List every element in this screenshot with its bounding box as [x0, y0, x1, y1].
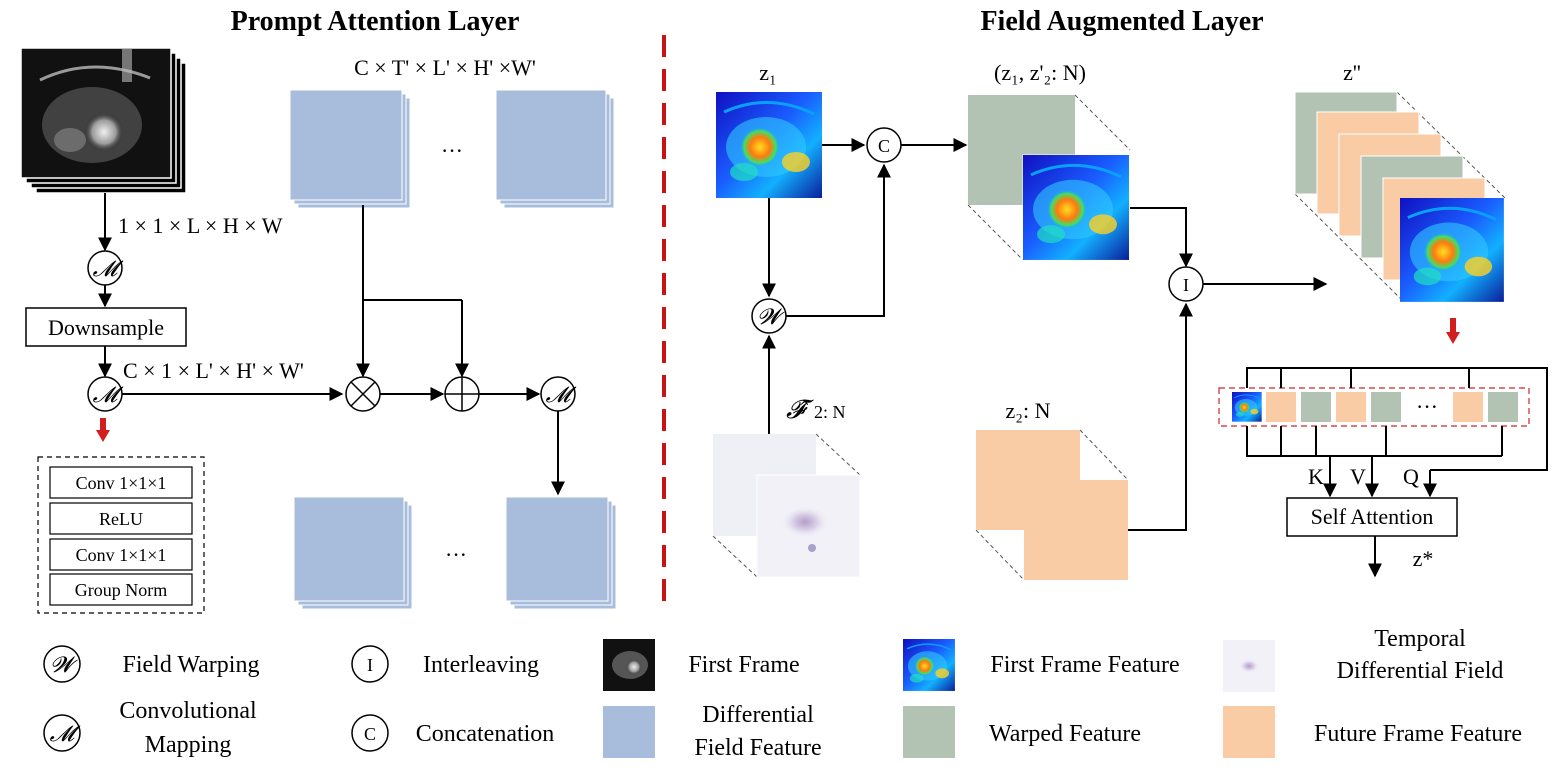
- mid-dims-label: C × 1 × L' × H' × W': [123, 358, 304, 383]
- interleaved-stack: [1294, 91, 1506, 304]
- mapping-node-1: 𝓜: [87, 250, 124, 286]
- output-label: z*: [1413, 546, 1434, 571]
- future-label: z₂: N: [1006, 398, 1051, 423]
- key-label: K: [1308, 464, 1324, 489]
- legend-temporal-line2: Differential Field: [1337, 658, 1504, 684]
- prompt-stack-bottom-1: [293, 496, 413, 610]
- legend-future-swatch: [1223, 706, 1275, 758]
- legend-conv-mapping-line1: Convolutional: [119, 698, 257, 724]
- svg-text:I: I: [367, 655, 373, 675]
- concat-output-stack: [967, 94, 1131, 262]
- downsample-block: Downsample: [25, 307, 187, 347]
- relu-layer: ReLU: [99, 509, 143, 529]
- value-label: V: [1350, 464, 1366, 489]
- legend-temporal-field-icon: [1223, 640, 1275, 692]
- legend-first-frame: First Frame: [688, 652, 799, 678]
- z1-label: z₁: [759, 60, 776, 85]
- left-title: Prompt Attention Layer: [231, 6, 520, 37]
- svg-text:Self Attention: Self Attention: [1311, 504, 1434, 529]
- prompt-stack-top-1: [289, 89, 411, 209]
- legend-first-frame-feature: First Frame Feature: [990, 652, 1179, 678]
- svg-text:C: C: [878, 136, 890, 156]
- ellipsis-top: ···: [441, 138, 463, 163]
- token-ellipsis: ···: [1416, 394, 1438, 419]
- warp-node: 𝓦: [751, 298, 787, 334]
- concat-node: C: [866, 127, 902, 163]
- legend-differential-line2: Field Feature: [694, 735, 821, 761]
- future-frame-stack: [975, 429, 1129, 581]
- expand-arrow-right: [1446, 318, 1460, 344]
- self-attention-block: Self Attention: [1286, 497, 1458, 537]
- temporal-field-stack: [712, 433, 861, 578]
- legend-field-warping: Field Warping: [123, 652, 260, 678]
- right-title: Field Augmented Layer: [980, 6, 1263, 37]
- conv-layer-2: Conv 1×1×1: [76, 545, 167, 565]
- concat-output-label: (z₁, z'₂: N): [994, 60, 1086, 85]
- legend: 𝓦 Field Warping I Interleaving First Fra…: [43, 626, 1522, 761]
- svg-text:Downsample: Downsample: [48, 315, 164, 340]
- mapping-node-2: 𝓜: [87, 376, 124, 412]
- legend-warped-feature: Warped Feature: [989, 721, 1141, 747]
- first-frame-feature-image: [714, 90, 824, 200]
- legend-first-frame-icon: [603, 639, 655, 691]
- interleaved-label: z'': [1343, 60, 1361, 85]
- prompt-dims-label: C × T' × L' × H' ×W': [354, 55, 536, 80]
- multiply-node: [345, 376, 381, 412]
- add-node: [444, 376, 480, 412]
- legend-interleave-icon: [351, 645, 389, 683]
- legend-first-frame-feature-icon: [902, 638, 956, 692]
- token-sequence: ···: [1218, 387, 1530, 427]
- legend-warped-swatch: [903, 706, 955, 758]
- legend-interleaving: Interleaving: [423, 652, 539, 678]
- ellipsis-bottom: ···: [445, 542, 467, 567]
- query-label: Q: [1403, 464, 1419, 489]
- legend-concat-icon: [351, 714, 389, 752]
- legend-mapping-icon: [43, 714, 81, 752]
- prompt-stack-top-2: [495, 89, 615, 209]
- svg-text:I: I: [1183, 275, 1189, 295]
- conv-layer-1: Conv 1×1×1: [76, 473, 167, 493]
- interleave-node: I: [1168, 266, 1204, 302]
- legend-differential-swatch: [603, 706, 655, 758]
- legend-differential-line1: Differential: [702, 702, 814, 728]
- attention-wiring: [1246, 367, 1548, 498]
- mapping-node-3: 𝓜: [540, 376, 577, 412]
- input-dims-label: 1 × 1 × L × H × W: [118, 213, 283, 238]
- legend-temporal-line1: Temporal: [1374, 626, 1466, 652]
- legend-conv-mapping-line2: Mapping: [145, 732, 232, 758]
- prompt-stack-bottom-2: [505, 496, 617, 610]
- mri-input-stack: [20, 47, 187, 194]
- field-subscript: 2: N: [814, 402, 846, 422]
- group-norm-layer: Group Norm: [75, 580, 168, 600]
- svg-text:C: C: [364, 724, 376, 744]
- conv-detail-block: Conv 1×1×1 ReLU Conv 1×1×1 Group Norm: [37, 456, 205, 614]
- expand-arrow-left: [96, 418, 110, 442]
- legend-future-frame-feature: Future Frame Feature: [1314, 721, 1522, 747]
- legend-warp-icon: [43, 645, 81, 683]
- field-label: 𝓕̂: [786, 395, 814, 425]
- legend-concatenation: Concatenation: [416, 721, 555, 747]
